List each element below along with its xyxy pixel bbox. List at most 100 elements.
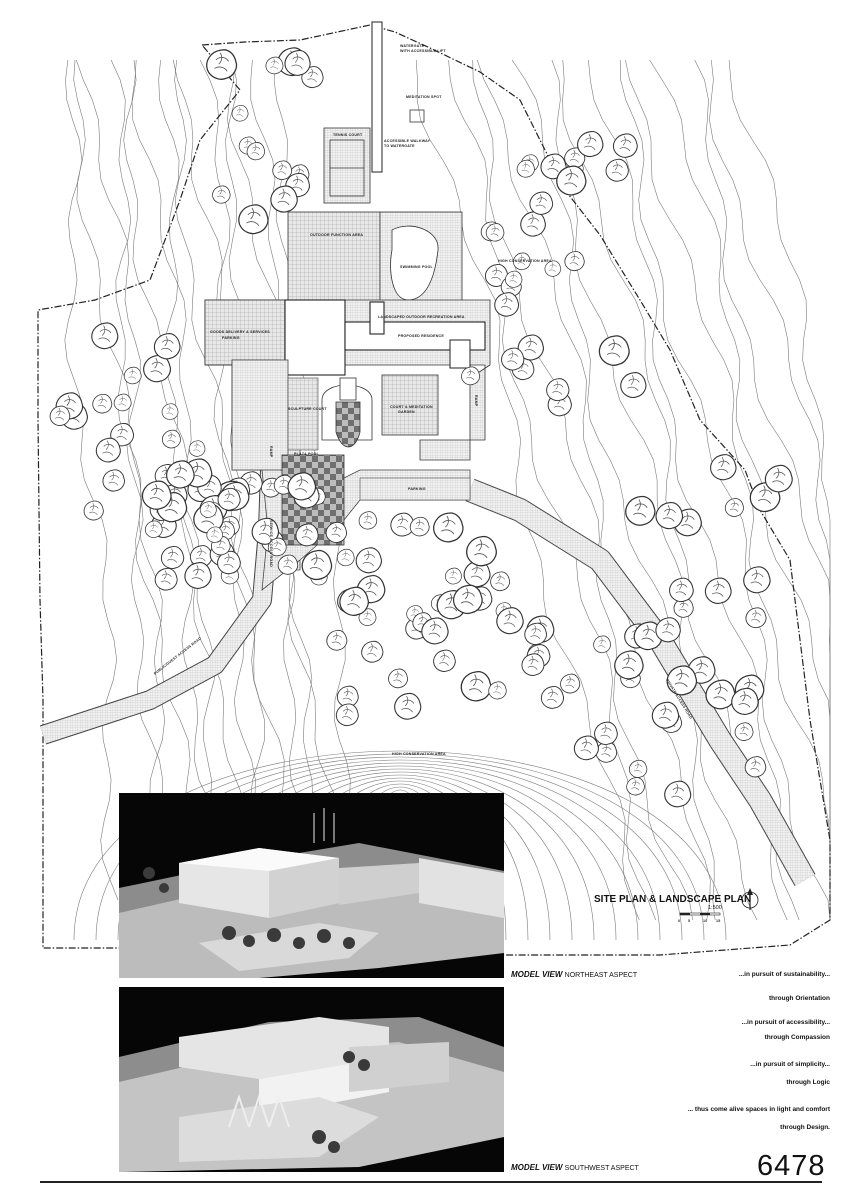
tree-icon: [123, 366, 142, 385]
tree-icon: [494, 292, 520, 317]
tree-icon: [433, 649, 456, 672]
tagline-design-intro: ... thus come alive spaces in light and …: [687, 1106, 830, 1113]
tree-icon: [212, 185, 231, 204]
tree-icon: [620, 372, 647, 398]
label-high-conservation-s: HIGH CONSERVATION AREA: [392, 752, 446, 756]
label-parking: PARKING: [408, 487, 426, 491]
tree-icon: [521, 653, 545, 676]
scale-tick-0: 0: [678, 919, 680, 923]
tree-icon: [560, 673, 581, 694]
model-photo-northeast: [119, 793, 504, 978]
tree-icon: [593, 635, 611, 654]
tree-icon: [655, 617, 681, 643]
label-ramp-left: RAMP: [269, 446, 273, 458]
tagline-sustainability: ...in pursuit of sustainability...: [738, 971, 830, 978]
label-pool: SWIMMING POOL: [400, 265, 434, 269]
tree-icon: [206, 526, 224, 543]
tree-icon: [505, 270, 523, 288]
tree-icon: [516, 159, 535, 178]
tree-icon: [614, 650, 644, 680]
tree-icon: [361, 640, 384, 663]
tree-icon: [743, 566, 771, 594]
view-aspect: SOUTHWEST ASPECT: [564, 1165, 639, 1172]
tagline-design: through Design.: [780, 1124, 830, 1131]
tree-icon: [605, 158, 629, 182]
tree-icon: [154, 567, 178, 591]
tree-icon: [358, 511, 378, 530]
tagline-logic: through Logic: [786, 1079, 830, 1086]
tree-icon: [724, 498, 744, 517]
tree-icon: [102, 469, 125, 492]
sheet-baseline: [40, 1181, 822, 1183]
tree-icon: [335, 703, 359, 727]
tree-icon: [655, 501, 684, 530]
tree-icon: [188, 440, 206, 457]
tree-icon: [651, 701, 680, 729]
tree-icon: [612, 133, 638, 158]
tree-icon: [92, 393, 113, 414]
tree-icon: [184, 562, 212, 589]
tagline-compassion: through Compassion: [764, 1034, 830, 1041]
tree-icon: [546, 378, 570, 402]
tree-icon: [544, 260, 562, 277]
tree-icon: [625, 495, 656, 526]
view-title: MODEL VIEW: [511, 970, 563, 979]
label-services-parking: PARKING: [222, 336, 240, 340]
tree-icon: [394, 692, 422, 720]
tree-icon: [421, 617, 449, 645]
tree-icon: [141, 480, 172, 510]
scale-tick-10: 10: [703, 919, 707, 923]
model-photo-southwest: [119, 987, 504, 1172]
tree-icon: [669, 577, 694, 603]
view-label-southwest: MODEL VIEW SOUTHWEST ASPECT: [511, 1163, 639, 1172]
tree-icon: [460, 670, 492, 702]
tree-icon: [206, 49, 238, 80]
tree-icon: [626, 777, 645, 796]
tree-icon: [144, 520, 163, 538]
tree-icon: [49, 405, 71, 426]
tree-icon: [594, 721, 618, 746]
tree-icon: [326, 629, 348, 651]
building-complex: [204, 21, 491, 591]
tree-icon: [461, 366, 481, 386]
tree-icon: [295, 523, 319, 547]
scale-tick-5: 5: [688, 919, 690, 923]
tree-icon: [277, 554, 299, 575]
tree-icon: [270, 185, 298, 213]
tree-icon: [355, 547, 382, 574]
label-outdoor-function: OUTDOOR FUNCTION AREA: [310, 233, 363, 237]
scale-ratio: 1:500: [708, 905, 722, 911]
label-services: GOODS DELIVERY & SERVICES: [210, 330, 270, 334]
tree-icon: [272, 160, 293, 180]
tagline-orientation: through Orientation: [768, 995, 830, 1002]
tree-icon: [466, 535, 497, 567]
tree-icon: [745, 607, 767, 629]
tree-icon: [160, 545, 185, 570]
north-arrow-icon: [741, 888, 759, 910]
tree-icon: [246, 142, 266, 161]
tree-icon: [153, 332, 181, 360]
tree-icon: [336, 548, 355, 567]
label-high-conservation-ne: HIGH CONSERVATION AREA: [498, 259, 552, 263]
tree-icon: [166, 460, 195, 489]
view-aspect: NORTHEAST ASPECT: [564, 972, 638, 979]
tree-icon: [573, 735, 599, 761]
label-walkway: ACCESSIBLE WALKWAY: [384, 139, 431, 143]
label-sculpture-court: SCULPTURE COURT: [288, 407, 327, 411]
tree-icon: [628, 759, 648, 778]
tree-icon: [556, 165, 587, 196]
view-title: MODEL VIEW: [511, 1163, 563, 1172]
tree-icon: [325, 521, 348, 543]
tree-icon: [598, 335, 630, 366]
tree-icon: [409, 516, 430, 537]
tree-icon: [231, 104, 249, 122]
tree-icon: [287, 472, 317, 501]
tree-icon: [485, 223, 505, 242]
tree-icon: [284, 49, 311, 76]
tree-icon: [217, 487, 241, 511]
tree-icon: [161, 429, 181, 449]
tree-icon: [704, 577, 732, 604]
tree-icon: [301, 549, 333, 581]
tree-icon: [83, 500, 104, 521]
